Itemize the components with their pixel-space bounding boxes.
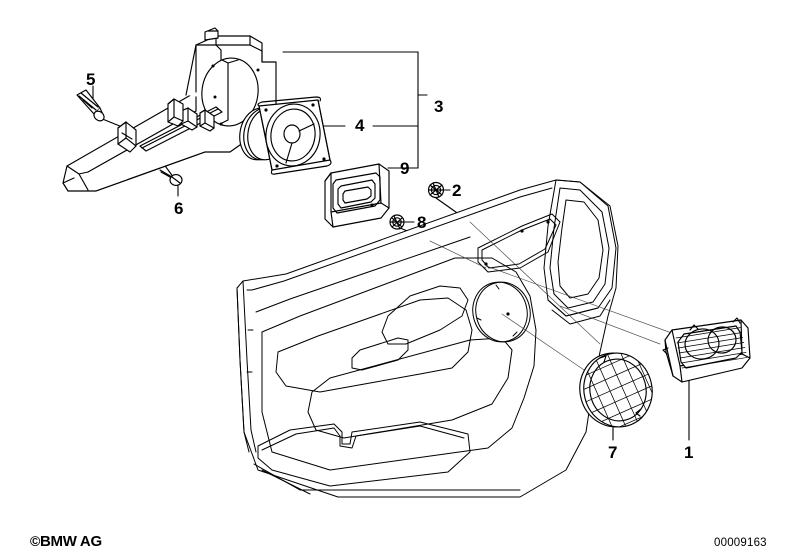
- part-5-tapping-screw: [76, 89, 105, 122]
- copyright-notice: ©BMW AG: [30, 533, 102, 550]
- callout-3: 3: [434, 97, 444, 116]
- copyright-text: BMW AG: [40, 533, 102, 550]
- part-6-screw: [159, 169, 183, 186]
- callout-8: 8: [417, 213, 427, 232]
- part-1-louvered-grille: [662, 317, 751, 383]
- callout-4: 4: [355, 116, 365, 135]
- part-8-nut: [389, 214, 405, 230]
- callout-2: 2: [452, 181, 462, 200]
- door-trim-panel: [236, 179, 619, 498]
- part-4-loudspeaker: [239, 96, 332, 175]
- callout-6: 6: [174, 199, 184, 218]
- assembly-guide-lines: [429, 221, 681, 375]
- callout-5: 5: [86, 70, 96, 89]
- part-2-nut: [427, 181, 445, 199]
- copyright-icon: ©: [30, 533, 41, 549]
- callout-1: 1: [684, 443, 694, 462]
- drawing-number: 00009163: [714, 537, 767, 549]
- callout-7: 7: [608, 443, 618, 462]
- callout-9: 9: [400, 159, 410, 178]
- part-9-cover-frame: [324, 163, 390, 228]
